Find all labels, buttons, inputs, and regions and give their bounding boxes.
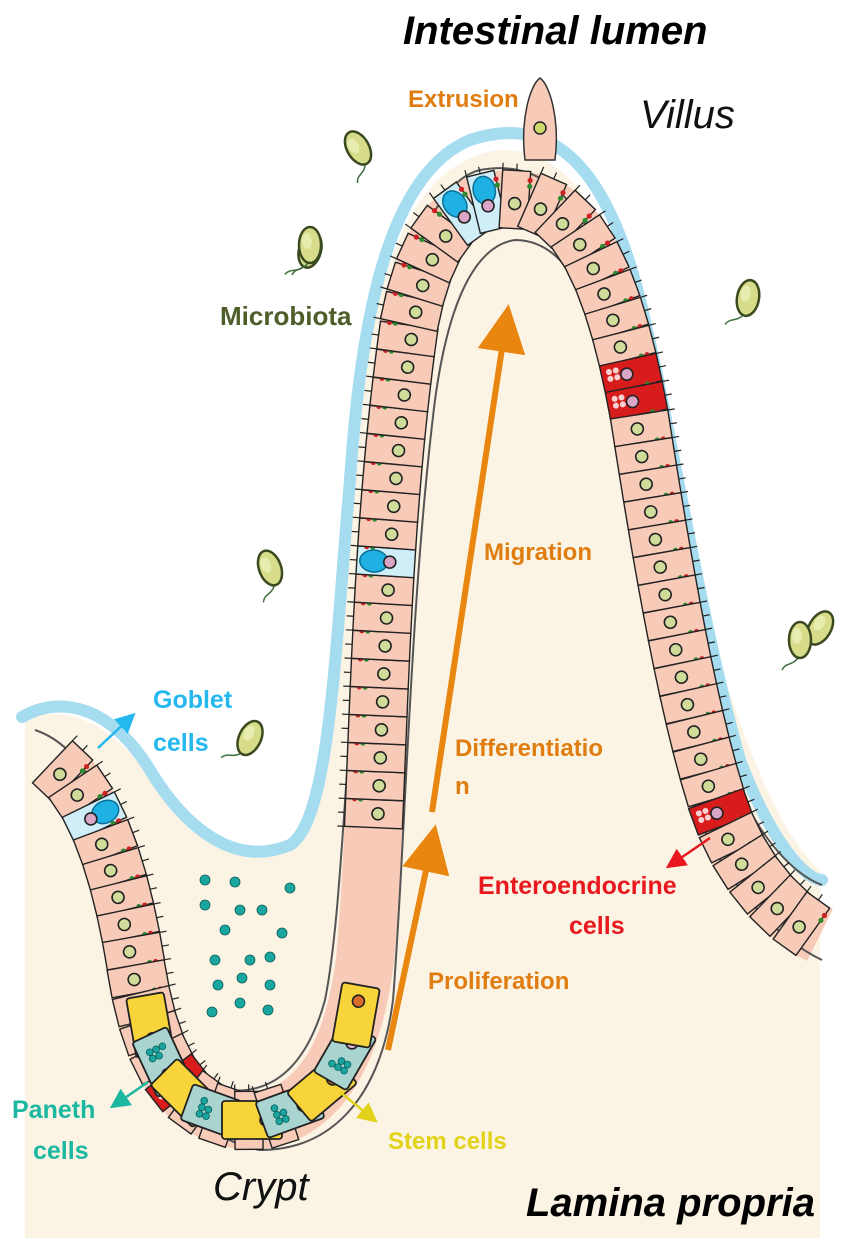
secreted-granule (277, 928, 287, 938)
secreted-granule (245, 955, 255, 965)
stem-cells-label: Stem cells (388, 1128, 507, 1156)
goblet-label-line2: cells (153, 729, 209, 758)
secreted-granule (230, 877, 240, 887)
intestinal-lumen-label: Intestinal lumen (403, 8, 708, 54)
paneth-label-line2: cells (33, 1137, 89, 1166)
secreted-granule (235, 998, 245, 1008)
secreted-granule (200, 900, 210, 910)
microbe-icon (247, 547, 291, 602)
secreted-granule (220, 925, 230, 935)
differentiation-label-line2: n (455, 773, 470, 801)
secreted-granule (210, 955, 220, 965)
microbe-icon (221, 714, 268, 770)
secreted-granule (265, 952, 275, 962)
goblet-label-line1: Goblet (153, 686, 232, 715)
enteroendocrine-label-line1: Enteroendocrine (478, 872, 677, 901)
secreted-granule (285, 883, 295, 893)
migration-label: Migration (484, 539, 592, 567)
crypt-label: Crypt (213, 1164, 309, 1210)
enteroendocrine-label-line2: cells (569, 912, 625, 941)
microbe-icon (725, 277, 762, 329)
secreted-granule (257, 905, 267, 915)
secreted-granule (265, 980, 275, 990)
paneth-label-line1: Paneth (12, 1096, 95, 1125)
secreted-granule (213, 980, 223, 990)
villus-label: Villus (640, 92, 735, 138)
extrusion-cell (524, 78, 557, 160)
secreted-granule (263, 1005, 273, 1015)
extrusion-label: Extrusion (408, 86, 519, 114)
differentiation-label-line1: Differentiatio (455, 735, 603, 763)
microbiota-label: Microbiota (220, 302, 351, 332)
proliferation-label: Proliferation (428, 968, 569, 996)
lamina-propria-label: Lamina propria (526, 1180, 815, 1226)
secreted-granule (207, 1007, 217, 1017)
secreted-granule (235, 905, 245, 915)
microbe-icon (782, 622, 811, 670)
secreted-granule (237, 973, 247, 983)
microbe-icon (333, 127, 382, 183)
secreted-granule (200, 875, 210, 885)
